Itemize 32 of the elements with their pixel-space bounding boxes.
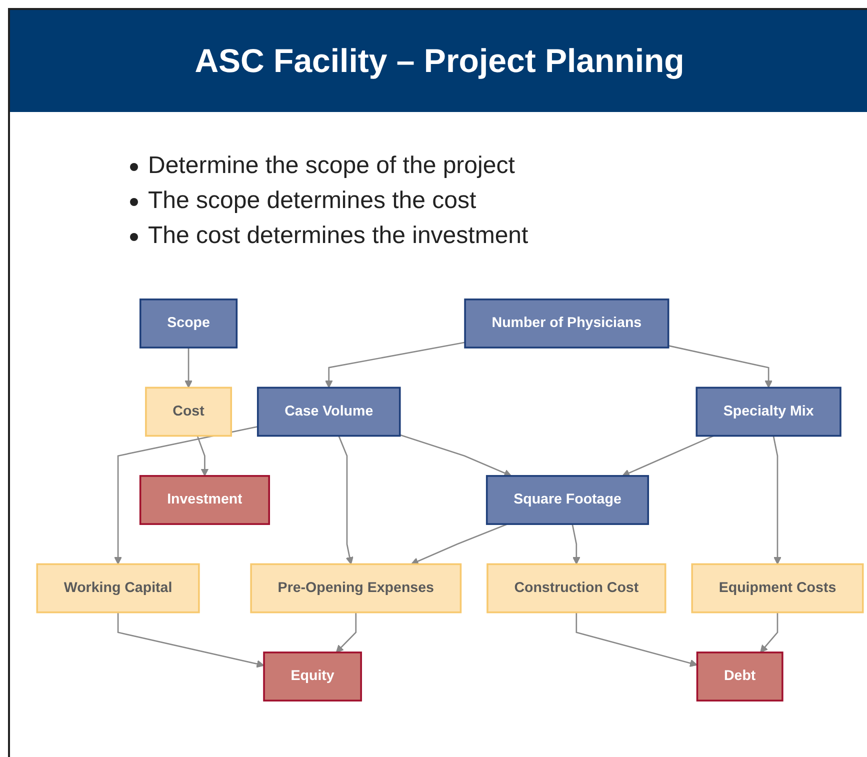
- node-box: Square Footage: [486, 475, 650, 525]
- node-box: Investment: [139, 475, 270, 525]
- arrow: [336, 612, 357, 653]
- node-box: Construction Cost: [486, 563, 666, 614]
- node-box: Scope: [139, 298, 238, 348]
- arrow: [184, 348, 192, 388]
- node-box: Cost: [145, 386, 232, 437]
- bullet-point: The cost determines the investment: [148, 222, 528, 249]
- arrow: [400, 434, 512, 477]
- node-box: Equity: [263, 652, 362, 702]
- arrow: [572, 524, 580, 565]
- arrow: [772, 436, 782, 565]
- bullet-point: Determine the scope of the project: [148, 152, 515, 179]
- arrow: [114, 426, 258, 565]
- arrow: [622, 435, 714, 477]
- bullet-point: The scope determines the cost: [148, 187, 476, 214]
- arrow: [760, 612, 778, 653]
- node-box: Equipment Costs: [691, 563, 864, 614]
- arrow: [576, 612, 698, 667]
- node-box: Pre-Opening Expenses: [250, 563, 462, 614]
- node-box: Working Capital: [36, 563, 200, 614]
- arrow: [410, 523, 508, 565]
- arrow: [117, 612, 264, 668]
- arrow: [668, 345, 772, 388]
- arrow: [324, 342, 466, 388]
- title-banner: ASC Facility – Project Planning: [10, 10, 867, 112]
- arrow: [338, 436, 354, 565]
- node-box: Debt: [696, 652, 784, 702]
- node-box: Case Volume: [256, 386, 401, 437]
- arrow: [196, 436, 209, 476]
- node-box: Specialty Mix: [696, 386, 842, 437]
- node-box: Number of Physicians: [464, 298, 670, 348]
